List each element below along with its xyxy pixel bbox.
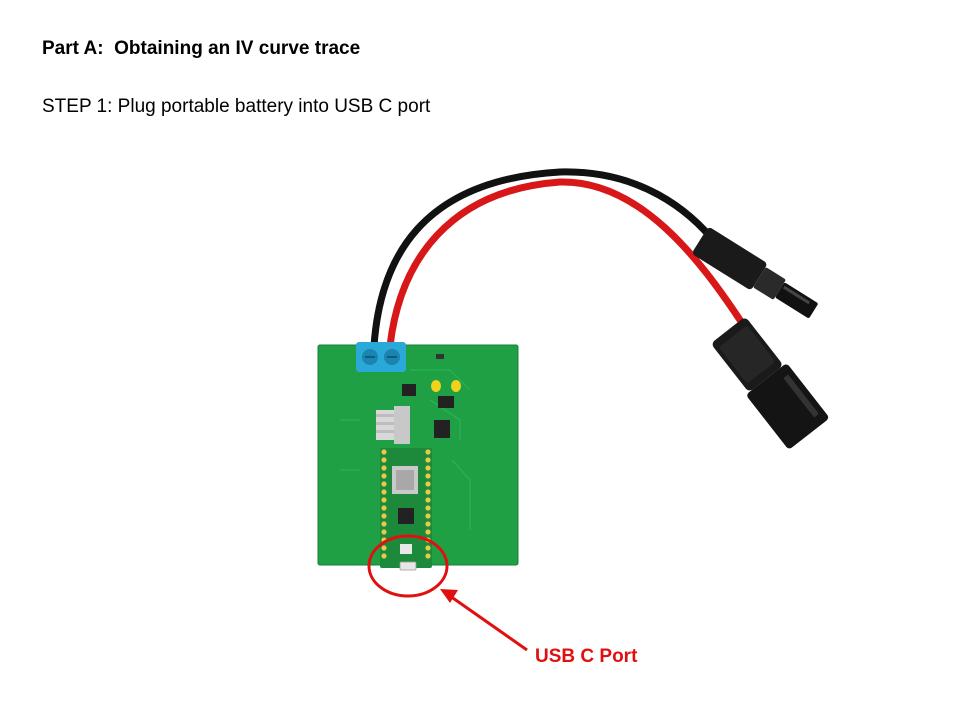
callout-circle [367, 534, 449, 598]
black-wire [370, 168, 722, 350]
red-wire [386, 178, 744, 350]
header-pins [381, 449, 431, 559]
wire-bundle [370, 168, 744, 350]
led-yellow [451, 380, 461, 392]
usb-c-port [399, 561, 417, 571]
ic-chip [438, 396, 454, 408]
screw-terminal [356, 342, 406, 372]
pico-module [380, 448, 432, 568]
mc4-connector-female [712, 318, 829, 449]
ic-chip [434, 420, 450, 438]
step-instruction: STEP 1: Plug portable battery into USB C… [42, 96, 431, 117]
slide-heading: Part A: Obtaining an IV curve trace [42, 38, 361, 59]
voltage-regulator [376, 406, 410, 444]
resistor [436, 354, 444, 359]
ic-chip [402, 384, 416, 396]
usb-c-port-label: USB C Port [535, 646, 638, 667]
callout-arrow [440, 589, 528, 652]
mc4-connector-male [693, 227, 818, 318]
led-yellow [431, 380, 441, 392]
